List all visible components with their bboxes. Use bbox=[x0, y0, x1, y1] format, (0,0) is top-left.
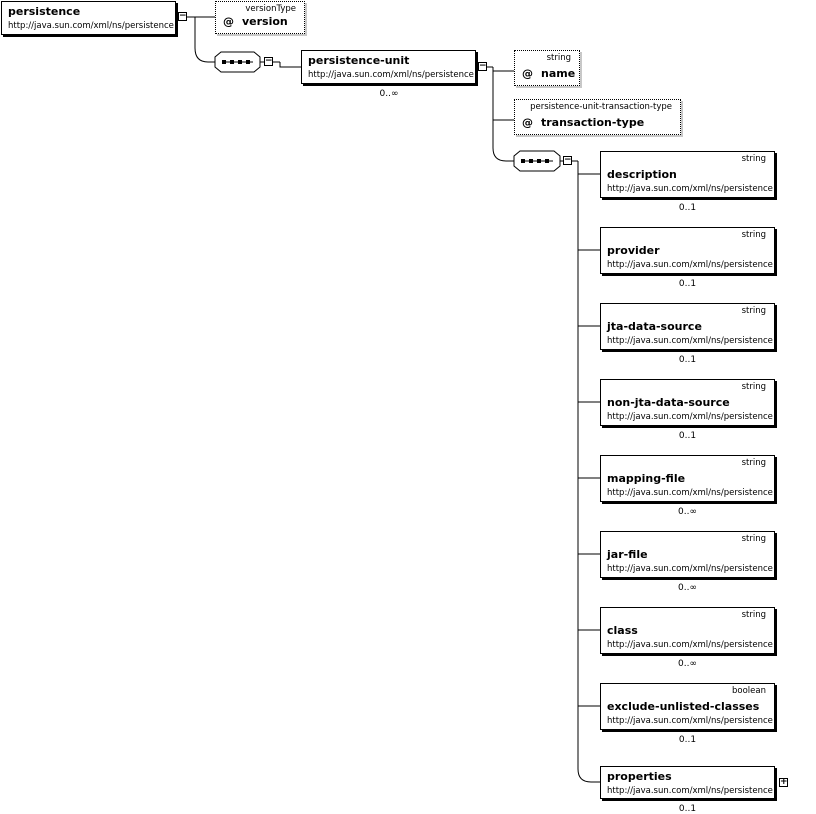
element-type: string bbox=[741, 458, 766, 468]
element-mapping-file[interactable]: string mapping-file http://java.sun.com/xm… bbox=[600, 455, 775, 502]
collapse-toggle-icon[interactable]: − bbox=[478, 61, 487, 71]
attribute-label: @ version bbox=[223, 15, 288, 28]
attribute-name: version bbox=[242, 15, 288, 28]
element-name: non-jta-data-source bbox=[607, 396, 730, 409]
element-type: string bbox=[741, 534, 766, 544]
element-namespace: http://java.sun.com/xml/ns/persistence bbox=[607, 786, 773, 796]
attribute-label: @ name bbox=[522, 67, 575, 80]
cardinality-label: 0..1 bbox=[678, 279, 697, 289]
sequence-compositor-icon bbox=[214, 51, 261, 73]
attribute-transaction-type[interactable]: persistence-unit-transaction-type @ trans… bbox=[514, 99, 681, 135]
sequence-compositor-icon bbox=[513, 150, 561, 172]
at-icon: @ bbox=[522, 116, 533, 129]
element-name: properties bbox=[607, 770, 672, 783]
element-type: string bbox=[741, 154, 766, 164]
cardinality-label: 0..∞ bbox=[678, 583, 697, 593]
cardinality-label: 0..∞ bbox=[678, 507, 697, 517]
element-type: string bbox=[741, 306, 766, 316]
expand-toggle-icon[interactable]: + bbox=[779, 777, 788, 787]
element-name: mapping-file bbox=[607, 472, 686, 485]
attribute-name: transaction-type bbox=[541, 116, 645, 129]
element-namespace: http://java.sun.com/xml/ns/persistence bbox=[607, 640, 773, 650]
attribute-label: @ transaction-type bbox=[522, 116, 644, 129]
collapse-toggle-icon[interactable]: − bbox=[264, 56, 273, 66]
at-icon: @ bbox=[223, 15, 234, 28]
element-name: provider bbox=[607, 244, 660, 257]
element-properties[interactable]: properties http://java.sun.com/xml/ns/per… bbox=[600, 766, 775, 799]
cardinality-label: 0..∞ bbox=[379, 89, 399, 99]
sequence-spine-line bbox=[577, 161, 592, 783]
element-namespace: http://java.sun.com/xml/ns/persistence bbox=[607, 564, 773, 574]
element-jar-file[interactable]: string jar-file http://java.sun.com/xml/ns… bbox=[600, 531, 775, 578]
attribute-type: persistence-unit-transaction-type bbox=[530, 102, 672, 112]
cardinality-label: 0..1 bbox=[678, 355, 697, 365]
cardinality-label: 0..1 bbox=[678, 735, 697, 745]
element-persistence[interactable]: persistence http://java.sun.com/xml/ns/p… bbox=[1, 1, 176, 35]
cardinality-label: 0..1 bbox=[678, 431, 697, 441]
element-provider[interactable]: string provider http://java.sun.com/xml/ns… bbox=[600, 227, 775, 274]
element-class[interactable]: string class http://java.sun.com/xml/ns/pe… bbox=[600, 607, 775, 654]
element-name: persistence-unit bbox=[308, 54, 410, 67]
element-type: string bbox=[741, 610, 766, 620]
cardinality-label: 0..∞ bbox=[678, 659, 697, 669]
element-name: exclude-unlisted-classes bbox=[607, 700, 760, 713]
element-namespace: http://java.sun.com/xml/ns/persistence bbox=[607, 488, 773, 498]
element-type: boolean bbox=[732, 686, 766, 696]
attribute-name: name bbox=[541, 67, 576, 80]
element-persistence-unit[interactable]: persistence-unit http://java.sun.com/xml… bbox=[301, 50, 476, 84]
element-type: string bbox=[741, 230, 766, 240]
element-name: description bbox=[607, 168, 677, 181]
element-namespace: http://java.sun.com/xml/ns/persistence bbox=[607, 412, 773, 422]
element-namespace: http://java.sun.com/xml/ns/persistence bbox=[8, 21, 174, 31]
element-exclude-unlisted-classes[interactable]: boolean exclude-unlisted-classes http://ja… bbox=[600, 683, 775, 730]
element-non-jta-data-source[interactable]: string non-jta-data-source http://java.sun… bbox=[600, 379, 775, 426]
attribute-name[interactable]: string @ name bbox=[514, 50, 580, 86]
element-namespace: http://java.sun.com/xml/ns/persistence bbox=[607, 336, 773, 346]
element-jta-data-source[interactable]: string jta-data-source http://java.sun.com… bbox=[600, 303, 775, 350]
element-namespace: http://java.sun.com/xml/ns/persistence bbox=[607, 184, 773, 194]
element-namespace: http://java.sun.com/xml/ns/persistence bbox=[308, 70, 474, 80]
collapse-toggle-icon[interactable]: − bbox=[563, 155, 572, 165]
cardinality-label: 0..1 bbox=[678, 804, 697, 814]
cardinality-label: 0..1 bbox=[678, 203, 697, 213]
element-namespace: http://java.sun.com/xml/ns/persistence bbox=[607, 260, 773, 270]
attribute-version[interactable]: versionType @ version bbox=[215, 1, 305, 34]
element-name: class bbox=[607, 624, 638, 637]
element-name: jta-data-source bbox=[607, 320, 702, 333]
attribute-type: string bbox=[546, 53, 571, 63]
element-type: string bbox=[741, 382, 766, 392]
element-name: jar-file bbox=[607, 548, 648, 561]
element-namespace: http://java.sun.com/xml/ns/persistence bbox=[607, 716, 773, 726]
attribute-type: versionType bbox=[245, 4, 296, 14]
at-icon: @ bbox=[522, 67, 533, 80]
element-description[interactable]: string description http://java.sun.com/xml… bbox=[600, 151, 775, 198]
element-name: persistence bbox=[8, 5, 81, 18]
collapse-toggle-icon[interactable]: − bbox=[178, 11, 187, 21]
